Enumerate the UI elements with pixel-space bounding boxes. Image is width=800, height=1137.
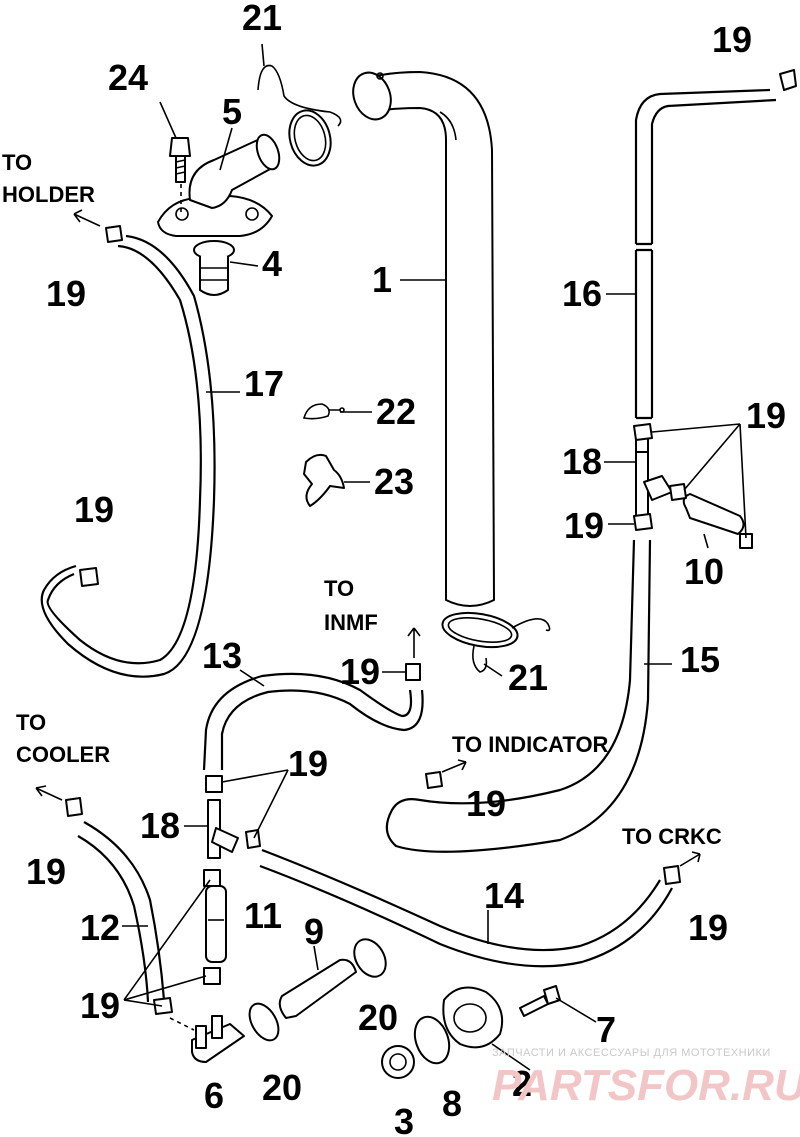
to-cooler-line-2: COOLER (16, 742, 110, 767)
callout-21-top: 21 (242, 0, 282, 38)
callout-1: 1 (372, 259, 392, 300)
to-indicator-label: TO INDICATOR (452, 732, 609, 757)
callout-6: 6 (204, 1075, 224, 1116)
callout-19-center-group: 19 (288, 743, 328, 784)
part-21-clamp-bottom (441, 611, 551, 673)
part-20-clamp-left (248, 1002, 280, 1042)
callout-7: 7 (596, 1009, 616, 1050)
part-14-hose (259, 848, 673, 968)
part-2-pump-cover (442, 986, 504, 1049)
to-crkc-label: TO CRKC (622, 824, 722, 849)
part-16-hose (634, 88, 777, 420)
to-holder-line-1: TO (2, 150, 32, 175)
callout-19-holder: 19 (46, 273, 86, 314)
to-inmf-line-2: INMF (324, 610, 378, 635)
part-15-hose (385, 539, 652, 853)
callout-10: 10 (684, 551, 724, 592)
callout-9: 9 (304, 911, 324, 952)
callout-5: 5 (222, 91, 242, 132)
part-8-o-ring (413, 1015, 451, 1065)
part-18-joint-center (207, 799, 239, 859)
part-17-hose (40, 234, 216, 678)
part-12-hose (77, 821, 166, 1003)
callout-18-center: 18 (140, 805, 180, 846)
callout-19-crkc: 19 (688, 907, 728, 948)
part-1-large-hose (352, 71, 495, 607)
part-3-impeller (381, 1045, 415, 1079)
callout-22: 22 (376, 391, 416, 432)
part-13-hose (202, 672, 424, 771)
callout-17: 17 (244, 363, 284, 404)
part-10-hose-short (682, 493, 745, 535)
callout-14: 14 (484, 875, 524, 916)
callout-8: 8 (442, 1083, 462, 1124)
callout-16: 16 (562, 273, 602, 314)
watermark: ЗАПЧАСТИ И АКСЕССУАРЫ ДЛЯ МОТОТЕХНИКИ PA… (492, 1047, 800, 1110)
to-inmf-line-1: TO (324, 576, 354, 601)
part-9-hose (278, 958, 357, 1019)
part-24-bolt (169, 137, 191, 212)
part-5-thermostat-housing (157, 133, 281, 237)
part-4-thermostat (193, 240, 235, 296)
part-20-clamp-right (353, 938, 387, 978)
part-22-clip (302, 403, 345, 420)
callout-23: 23 (374, 461, 414, 502)
part-11-hose (205, 885, 227, 963)
watermark-caption: ЗАПЧАСТИ И АКСЕССУАРЫ ДЛЯ МОТОТЕХНИКИ (492, 1047, 771, 1059)
part-23-bracket (303, 453, 345, 507)
part-21-clamp-top (257, 64, 342, 167)
callout-19-inmf: 19 (340, 651, 380, 692)
callout-19-right-small: 19 (564, 505, 604, 546)
callout-21-bottom: 21 (508, 657, 548, 698)
callout-13: 13 (202, 635, 242, 676)
to-cooler-line-1: TO (16, 710, 46, 735)
callout-4: 4 (262, 243, 282, 284)
callout-19-left-mid: 19 (74, 489, 114, 530)
callout-19-indicator: 19 (466, 783, 506, 824)
callout-2: 2 (512, 1063, 532, 1104)
part-callouts: 1 2 3 4 5 6 7 8 9 10 11 12 13 14 15 16 1… (26, 0, 786, 1137)
callout-20-left: 20 (262, 1067, 302, 1108)
watermark-brand: PARTSFOR.RU (492, 1061, 800, 1110)
callout-24: 24 (108, 57, 148, 98)
callout-18-right: 18 (562, 441, 602, 482)
callout-11: 11 (244, 895, 282, 936)
callout-3: 3 (394, 1101, 414, 1137)
callout-19-right-group: 19 (746, 395, 786, 436)
to-holder-line-2: HOLDER (2, 182, 95, 207)
part-7-bolt (519, 985, 561, 1017)
part-6-joint (191, 1015, 245, 1063)
flow-arrows (35, 209, 701, 867)
clip-19-set (65, 69, 797, 1015)
part-18-joint-right (635, 435, 673, 517)
callout-20-right: 20 (358, 997, 398, 1038)
callout-19-top-right: 19 (712, 19, 752, 60)
callout-19-cooler: 19 (26, 851, 66, 892)
destination-labels: TO HOLDER TO INMF TO COOLER TO INDICATOR… (2, 150, 722, 849)
callout-15: 15 (680, 639, 720, 680)
callout-12: 12 (80, 907, 120, 948)
callout-19-bottom-group: 19 (80, 985, 120, 1026)
leader-lines (122, 43, 747, 1071)
